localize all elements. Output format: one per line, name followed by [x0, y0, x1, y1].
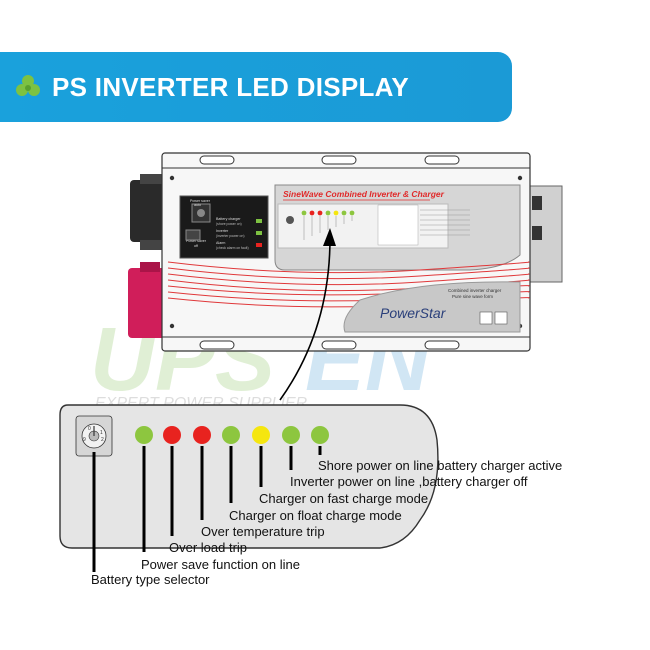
label-inverter-on-line: Inverter power on line ,battery charger …: [290, 474, 528, 489]
panel-label-inverter-power: (inverter power on): [216, 234, 244, 238]
led-fast-charge: [252, 426, 270, 444]
led-shore-power: [311, 426, 329, 444]
inverter-device: Power saver auto Battery charger (shore …: [161, 152, 531, 352]
leader-lines: [92, 446, 322, 572]
legend-labels: Shore power on line battery charger acti…: [91, 458, 562, 587]
battery-type-dial: 0 1 2 9: [75, 415, 113, 457]
title-banner: PS INVERTER LED DISPLAY: [0, 52, 512, 122]
clover-icon: [16, 75, 40, 96]
panel-label-power-saver: Power saver: [190, 199, 211, 203]
panel-label-inverter: Inverter: [216, 229, 229, 233]
led-inverter-on-line: [282, 426, 300, 444]
panel-label-check-alarm: (check alarm on fault): [216, 246, 249, 250]
legend-led-row: [135, 426, 329, 444]
device-sub-text-1: Combined inverter charger: [448, 288, 502, 293]
panel-label-auto: auto: [194, 203, 201, 207]
device-led-strip: [301, 210, 355, 216]
device-sub-text-2: Pure sine wave form: [452, 294, 493, 299]
led-over-load: [163, 426, 181, 444]
svg-text:9: 9: [83, 437, 86, 443]
panel-label-power-saver-off: Power saver: [186, 239, 207, 243]
right-bracket: [527, 185, 563, 283]
svg-text:1: 1: [100, 430, 103, 436]
label-power-save: Power save function on line: [141, 557, 300, 572]
banner-title: PS INVERTER LED DISPLAY: [52, 71, 410, 102]
label-fast-charge: Charger on fast charge mode: [259, 491, 428, 506]
svg-text:2: 2: [101, 437, 104, 443]
led-float-charge: [222, 426, 240, 444]
pointer-arrow: [279, 228, 336, 401]
label-over-load: Over load trip: [169, 540, 247, 555]
label-float-charge: Charger on float charge mode: [229, 508, 402, 523]
panel-label-off: off: [194, 244, 198, 248]
left-terminals: [128, 174, 166, 338]
label-shore-power: Shore power on line battery charger acti…: [318, 458, 562, 473]
led-power-save: [135, 426, 153, 444]
led-legend-panel: 0 1 2 9: [59, 404, 439, 549]
device-brand: PowerStar: [380, 305, 447, 321]
panel-label-shore-power: (shore power on): [216, 222, 242, 226]
label-battery-type-selector: Battery type selector: [91, 572, 210, 587]
device-header-text: SineWave Combined Inverter & Charger: [283, 189, 445, 199]
panel-label-battery-charger: Battery charger: [216, 217, 241, 221]
panel-label-alarm: Alarm: [216, 241, 225, 245]
led-over-temperature: [193, 426, 211, 444]
svg-text:0: 0: [88, 426, 91, 432]
label-over-temperature: Over temperature trip: [201, 524, 325, 539]
